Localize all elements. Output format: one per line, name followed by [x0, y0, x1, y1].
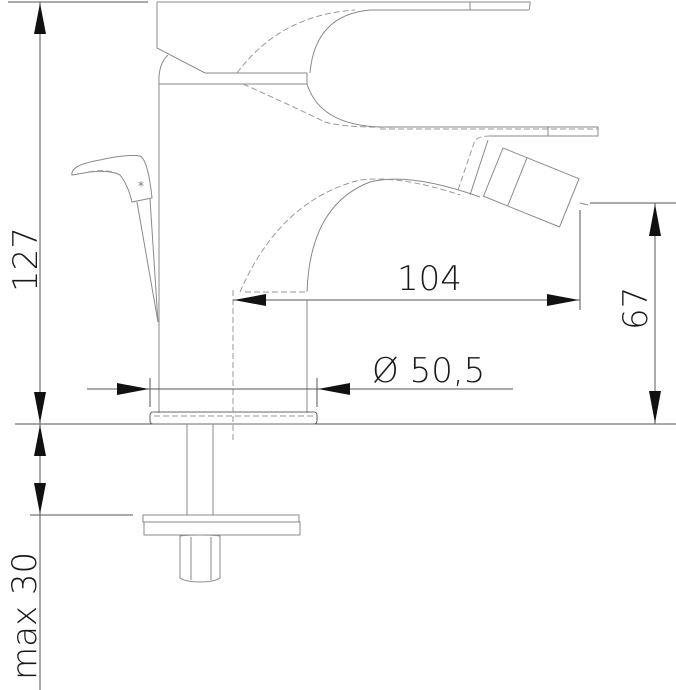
base-diameter-label: Ø 50,5	[372, 351, 485, 391]
dimension-spout-height: 67	[590, 202, 676, 424]
total-height-label: 127	[6, 227, 46, 292]
spout-height-label: 67	[616, 287, 656, 330]
max-thickness-label: max 30	[5, 552, 45, 680]
dimension-total-height: 127	[6, 1, 148, 424]
popup-lever: *	[71, 155, 159, 323]
fixing-assembly	[142, 424, 301, 583]
mixer-body	[149, 1, 599, 425]
spout-reach-label: 104	[397, 259, 462, 299]
cold-hot-marker-icon: *	[138, 179, 144, 193]
dimension-max-thickness: max 30	[5, 424, 133, 690]
dimension-base-diameter: Ø 50,5	[87, 351, 513, 407]
dimension-spout-reach: 104	[233, 210, 581, 310]
